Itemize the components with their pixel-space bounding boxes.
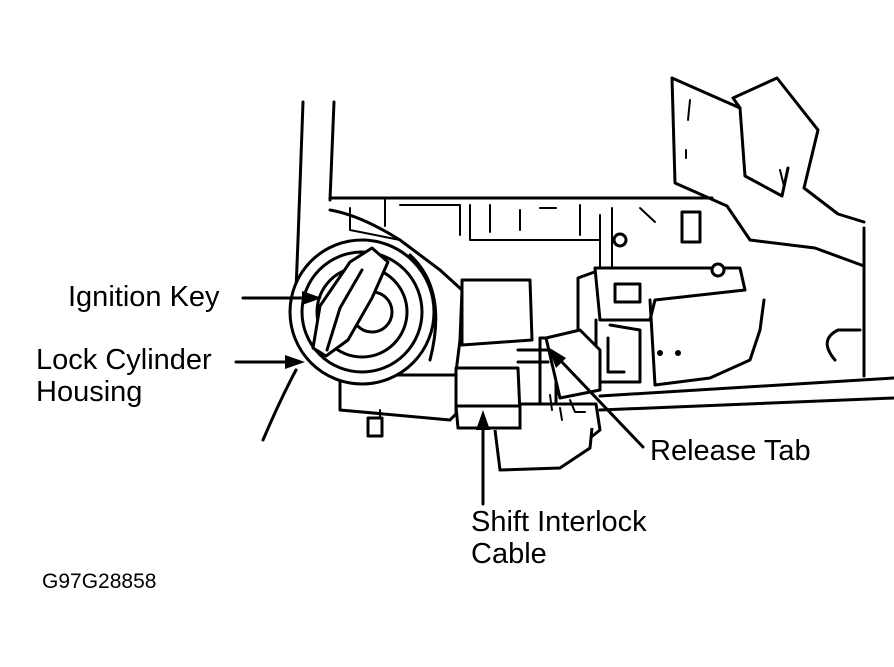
leader-arrows (234, 291, 645, 506)
shift-interlock-arrowhead (476, 410, 490, 430)
release-tab-arrowhead (548, 347, 566, 368)
lock-cylinder-label-line1: Lock Cylinder (36, 344, 212, 376)
lock-cylinder-label-line2: Housing (36, 376, 143, 408)
column-body (349, 199, 894, 412)
lock-cylinder-housing (328, 208, 534, 438)
ignition-key-label: Ignition Key (68, 281, 220, 313)
release-tab-leader (558, 358, 645, 449)
dash-panel-edge (261, 100, 336, 442)
ignition-key-arrowhead (302, 291, 322, 305)
ignition-key (311, 246, 390, 358)
release-tab-label: Release Tab (650, 435, 811, 467)
shift-interlock-label-line2: Cable (471, 538, 547, 570)
figure-id: G97G28858 (42, 570, 157, 593)
upper-bracket (670, 76, 866, 268)
lock-cylinder-arrowhead (285, 355, 305, 369)
shift-interlock-label-line1: Shift Interlock (471, 506, 647, 538)
interlock-assembly (454, 328, 602, 472)
